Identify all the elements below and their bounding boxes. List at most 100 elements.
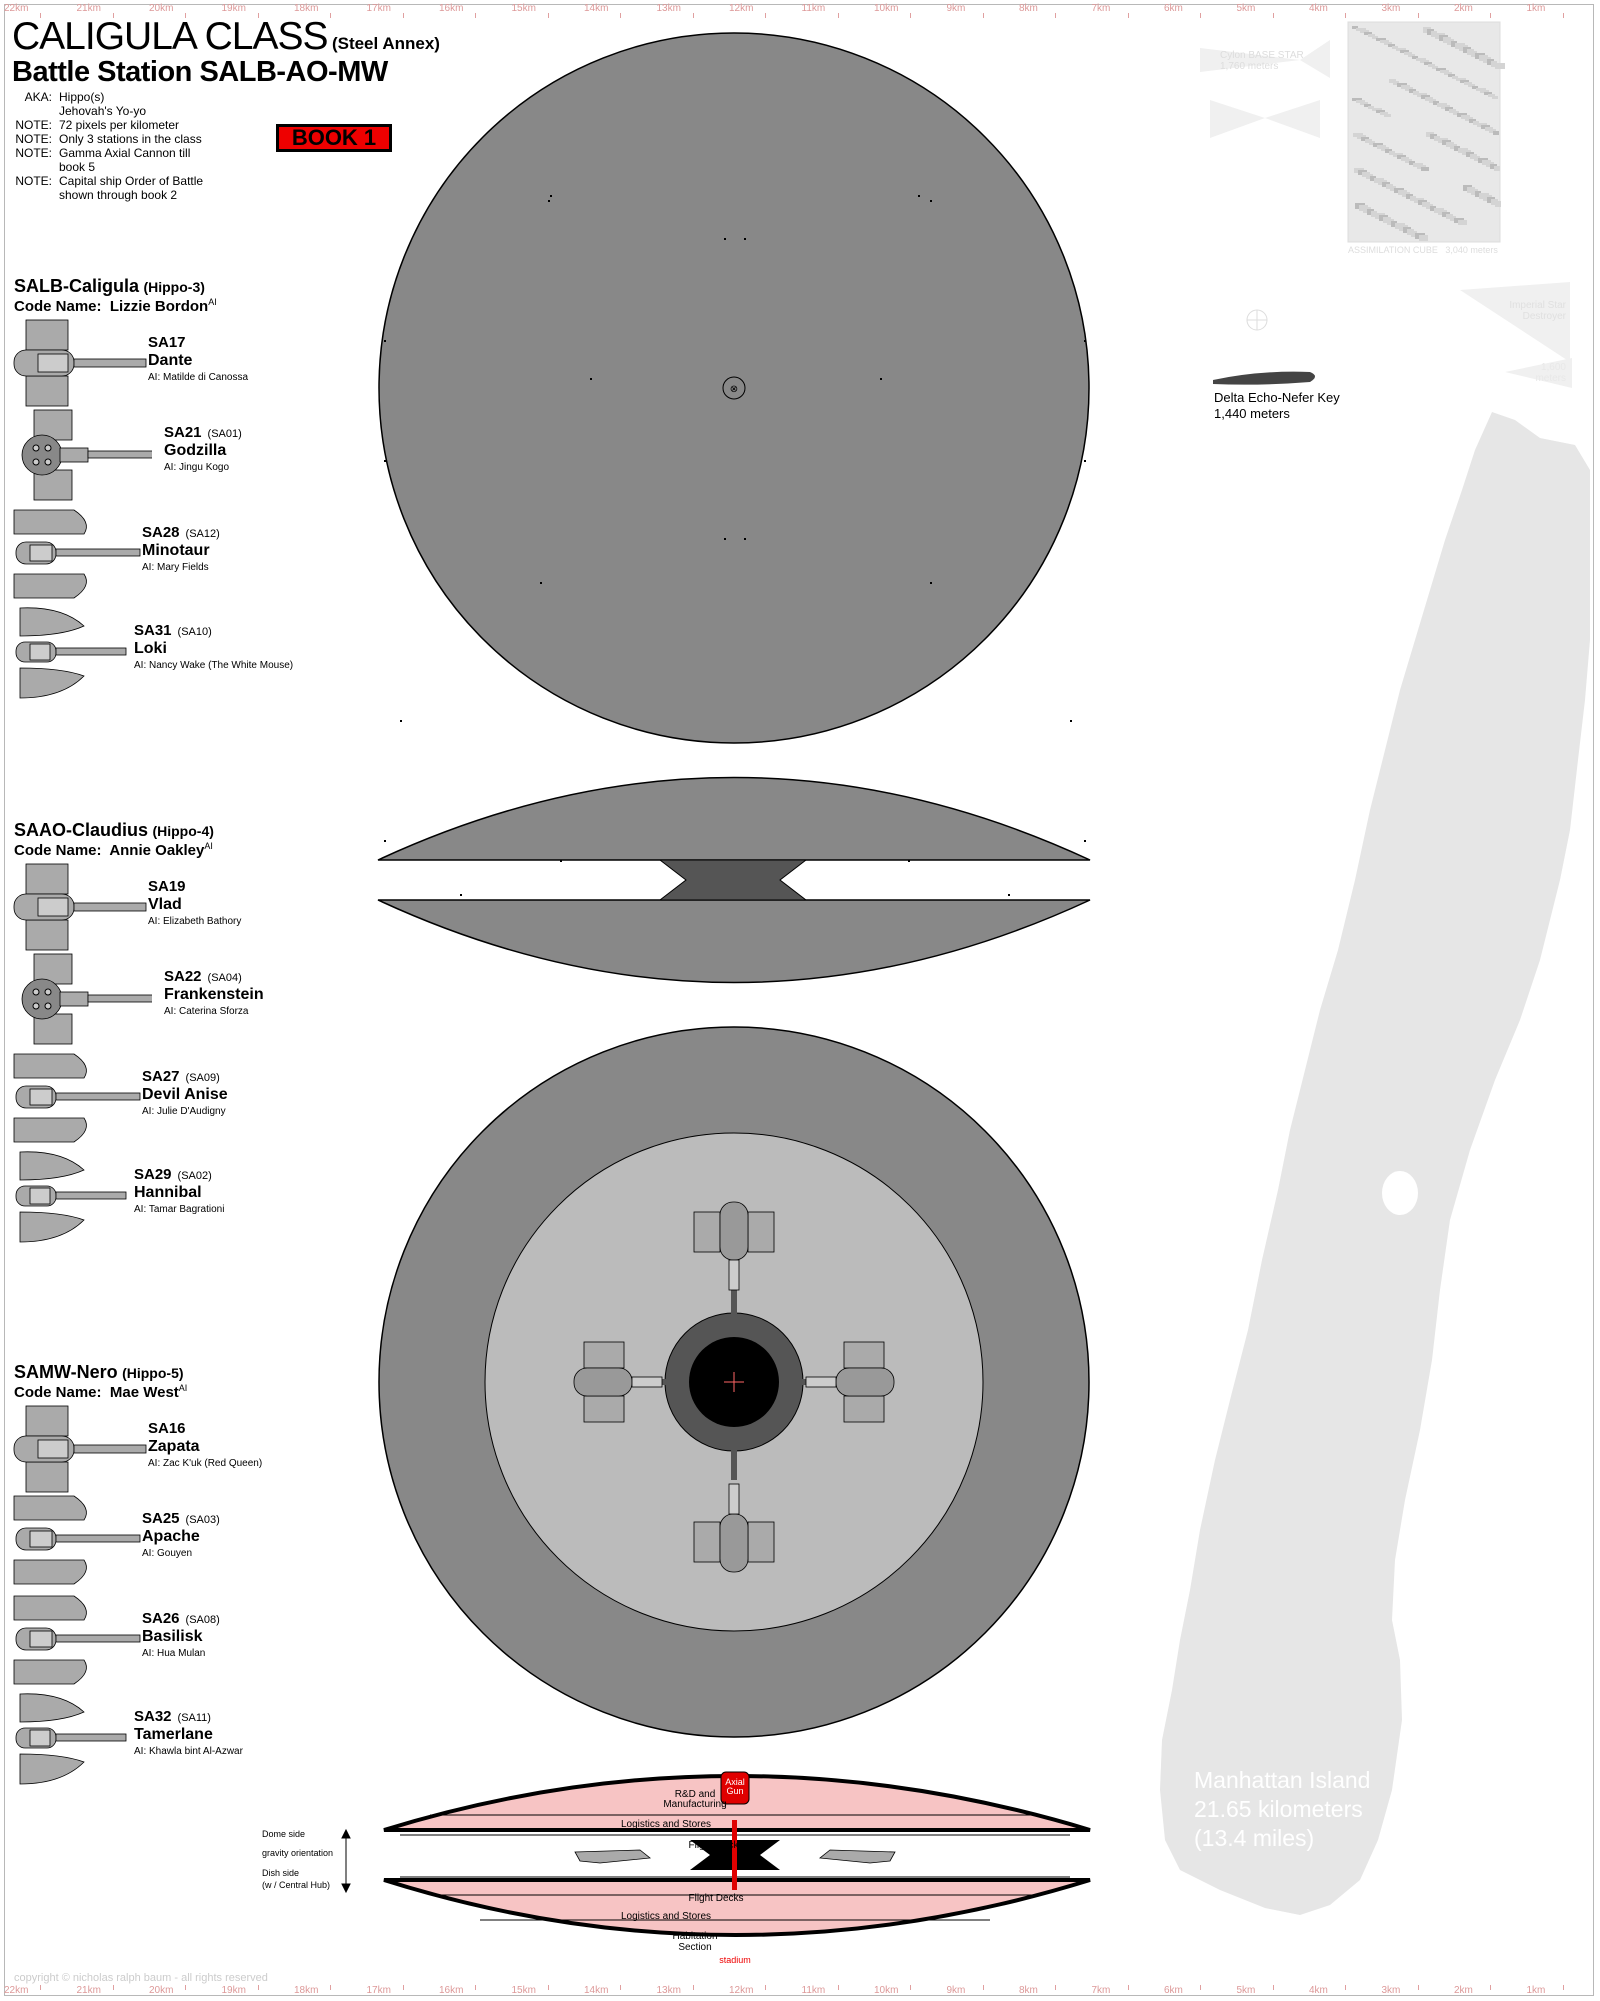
station-id-text: SA22 — [164, 968, 202, 985]
cube-texture-block — [1430, 134, 1437, 139]
ruler-label: 11km — [801, 1985, 826, 1996]
cube-texture-block — [1458, 220, 1467, 225]
hull-marker — [384, 460, 386, 462]
ruler-tick — [257, 13, 259, 18]
station-icon — [13, 319, 147, 407]
cube-texture-block — [1385, 149, 1392, 153]
note-row: AKA:Hippo(s) — [12, 90, 229, 104]
station-id: SA16 — [148, 1420, 192, 1437]
cube-texture-block — [1389, 79, 1396, 83]
note-value: 72 pixels per kilometer — [59, 118, 180, 132]
station-name: Frankenstein — [164, 986, 264, 1003]
cube-texture-block — [1447, 39, 1454, 45]
ruler-tick — [982, 13, 984, 18]
station-id-text: SA26 — [142, 1610, 180, 1627]
station-icon — [15, 1693, 127, 1785]
book-badge: BOOK 1 — [276, 124, 392, 152]
cube-texture-block — [1409, 89, 1416, 93]
note-row: book 5 — [12, 160, 229, 174]
hull-marker — [1084, 840, 1086, 842]
ruler-tick — [185, 1985, 186, 1990]
cube-texture-block — [1471, 189, 1478, 195]
cube-texture-block — [1367, 209, 1374, 215]
group-code: Code Name: Mae WestAI — [14, 1383, 187, 1401]
note-key: NOTE: — [15, 146, 52, 160]
ruler-label: 6km — [1164, 3, 1183, 14]
code-name: Annie Oakley — [109, 842, 205, 859]
station-alt-id: (SA12) — [185, 528, 220, 540]
cube-texture-block — [1495, 63, 1505, 69]
ruler-label: 19km — [221, 1985, 246, 1996]
cube-texture-block — [1400, 50, 1409, 53]
code-sup: AI — [208, 297, 217, 307]
axial-gun-shaft — [732, 1820, 737, 1890]
ruler-tick — [1562, 1985, 1564, 1990]
cube-texture-block — [1429, 99, 1436, 103]
cube-texture-block — [1388, 44, 1395, 47]
cube-texture-block — [1487, 59, 1494, 65]
docked-stations — [573, 1201, 895, 1573]
cube-texture-block — [1356, 28, 1366, 31]
title-main: CALIGULA CLASS — [12, 15, 328, 58]
cross-section-lower — [383, 1878, 1091, 1937]
station-alt-id: (SA08) — [185, 1614, 220, 1626]
ruler-label: 6km — [1164, 1985, 1183, 1996]
ruler-tick — [1200, 13, 1201, 18]
key-size: 1,440 meters — [1214, 406, 1290, 421]
cube-texture — [1352, 26, 1505, 241]
station-name: Godzilla — [164, 442, 227, 459]
note-value: shown through book 2 — [59, 188, 178, 202]
ruler-tick — [1127, 1985, 1129, 1990]
cube-texture-block — [1444, 72, 1452, 75]
station-id: SA32(SA11) — [134, 1708, 211, 1725]
cube-texture-block — [1484, 92, 1492, 95]
note-key: NOTE: — [15, 132, 52, 146]
note-value: Jehovah's Yo-yo — [59, 104, 147, 118]
hull-marker — [460, 894, 462, 896]
cube-texture-block — [1476, 88, 1486, 91]
note-row: NOTE:72 pixels per kilometer — [12, 118, 229, 132]
ruler-tick — [837, 13, 839, 18]
ruler-label: 13km — [656, 3, 681, 14]
cube-texture-block — [1424, 62, 1432, 65]
station-icon — [21, 409, 152, 501]
page-frame — [4, 4, 1594, 1996]
cube-texture-block — [1448, 74, 1455, 77]
ruler-tick — [185, 13, 186, 18]
cube-texture-block — [1426, 204, 1433, 209]
ruler-tick — [692, 1985, 694, 1990]
ruler-tick — [1127, 13, 1129, 18]
station-name: Vlad — [148, 896, 182, 913]
code-name: Mae West — [109, 1384, 179, 1401]
section-text: Section — [678, 1942, 712, 1953]
ruler-label: 1km — [1526, 1985, 1546, 1996]
ruler-label: 15km — [511, 3, 536, 14]
cube-texture-block — [1376, 110, 1385, 113]
station-name: Hannibal — [134, 1184, 202, 1201]
cube-texture-block — [1404, 52, 1412, 55]
docked-station-right — [805, 1341, 895, 1423]
cube-texture-block — [1408, 54, 1415, 57]
ruler-label: 22km — [4, 1985, 29, 1996]
cube-texture-block — [1360, 102, 1368, 105]
cube-texture-block — [1360, 30, 1369, 33]
cube-texture-block — [1390, 186, 1396, 191]
station-ai: AI: Mary Fields — [142, 562, 209, 573]
cube-texture-block — [1456, 78, 1466, 81]
cube-texture-block — [1370, 176, 1376, 181]
station-name: Loki — [134, 640, 167, 657]
code-label: Code Name: — [14, 842, 102, 859]
station-ai: AI: Caterina Sforza — [164, 1006, 249, 1017]
cube-texture-block — [1491, 61, 1497, 67]
station-icon — [15, 607, 127, 699]
ruler-tick — [1490, 1985, 1491, 1990]
hull-marker — [1084, 460, 1086, 462]
title-suffix: (Steel Annex) — [331, 34, 440, 53]
cube-texture-block — [1470, 154, 1477, 159]
